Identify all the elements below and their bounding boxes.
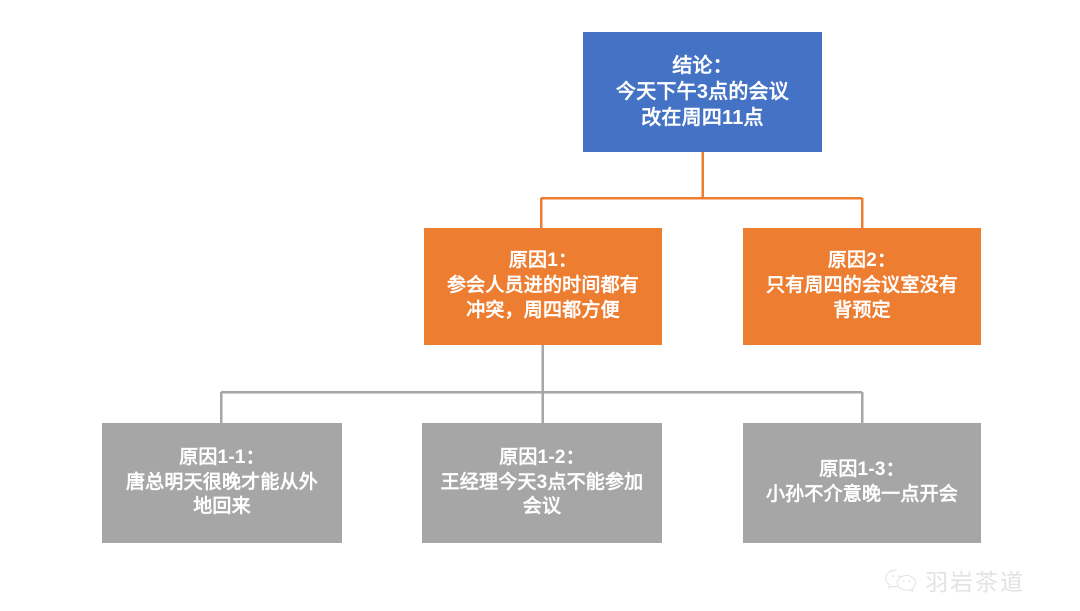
node-reason-1-3[interactable]: 原因1-3： 小孙不介意晚一点开会 <box>743 423 981 543</box>
node-reason-2[interactable]: 原因2： 只有周四的会议室没有 背预定 <box>743 228 981 345</box>
node-conclusion[interactable]: 结论： 今天下午3点的会议 改在周四11点 <box>583 32 822 152</box>
wechat-icon <box>885 569 917 593</box>
watermark-text: 羽岩茶道 <box>925 570 1025 595</box>
node-reason-1-3-label: 原因1-3： 小孙不介意晚一点开会 <box>765 459 958 505</box>
node-reason-1-1[interactable]: 原因1-1： 唐总明天很晚才能从外 地回来 <box>102 423 342 543</box>
watermark: 羽岩茶道 <box>884 563 1025 597</box>
node-reason-1-label: 原因1： 参会人员进的时间都有 冲突，周四都方便 <box>446 250 639 321</box>
node-reason-1-1-label: 原因1-1： 唐总明天很晚才能从外 地回来 <box>125 446 318 518</box>
node-reason-1-2-label: 原因1-2： 王经理今天3点不能参加 会议 <box>440 446 644 518</box>
node-conclusion-label: 结论： 今天下午3点的会议 改在周四11点 <box>616 55 789 129</box>
node-reason-2-label: 原因2： 只有周四的会议室没有 背预定 <box>765 250 958 321</box>
node-reason-1[interactable]: 原因1： 参会人员进的时间都有 冲突，周四都方便 <box>424 228 662 345</box>
node-reason-1-2[interactable]: 原因1-2： 王经理今天3点不能参加 会议 <box>422 423 662 543</box>
